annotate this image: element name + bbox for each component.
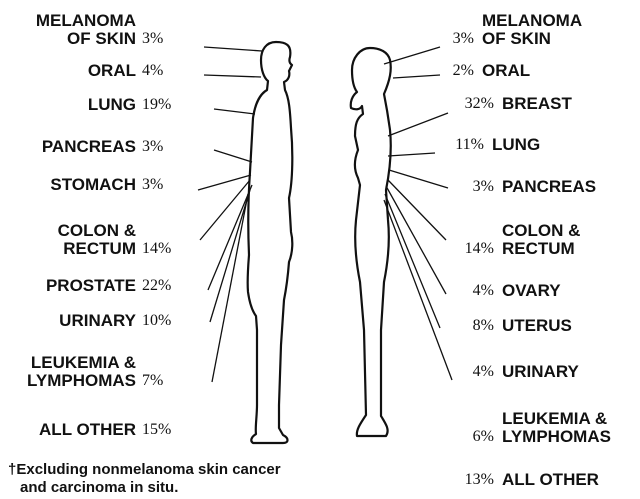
male-site-label-line: STOMACH [50,176,136,194]
male-site-label-line: URINARY [59,312,136,330]
female-site-label-line: COLON & [502,222,580,240]
male-site-label-prostate: PROSTATE [46,277,136,295]
male-site-label-pancreas: PANCREAS [42,138,136,156]
footnote-line-2: and carcinoma in situ. [8,479,281,497]
male-leader-line-lung [214,109,255,114]
male-site-percent-leukemia-and-lymphomas: 7% [142,372,163,390]
female-site-percent-pancreas: 3% [454,178,494,196]
female-site-label-ovary: OVARY [502,282,561,300]
female-leader-line-urinary [384,200,452,380]
female-site-label-oral: ORAL [482,62,530,80]
female-leader-line-pancreas [389,170,448,188]
male-site-percent-all-other: 15% [142,421,171,439]
female-site-label-line: RECTUM [502,240,580,258]
female-site-label-line: BREAST [502,95,572,113]
male-site-percent-lung: 19% [142,96,171,114]
female-site-percent-ovary: 4% [454,282,494,300]
male-leader-line-urinary [210,190,250,322]
female-leader-line-uterus [385,194,440,328]
male-site-label-line: PANCREAS [42,138,136,156]
female-site-percent-oral: 2% [434,62,474,80]
female-site-percent-all-other: 13% [454,471,494,489]
male-site-label-leukemia-and-lymphomas: LEUKEMIA &LYMPHOMAS [27,354,136,390]
female-site-label-line: URINARY [502,363,579,381]
female-site-percent-uterus: 8% [454,317,494,335]
male-site-label-stomach: STOMACH [50,176,136,194]
female-site-percent-breast: 32% [454,95,494,113]
male-leader-lines [198,47,262,382]
female-site-label-line: UTERUS [502,317,572,335]
female-site-label-colon-and-rectum: COLON &RECTUM [502,222,580,258]
female-body-silhouette [351,48,391,436]
female-leader-line-breast [388,113,448,136]
male-site-label-colon-and-rectum: COLON &RECTUM [58,222,136,258]
male-site-label-line: ALL OTHER [39,421,136,439]
male-site-label-line: LUNG [88,96,136,114]
male-site-label-line: COLON & [58,222,136,240]
male-site-percent-prostate: 22% [142,277,171,295]
female-site-label-line: PANCREAS [502,178,596,196]
footnote-line-1: †Excluding nonmelanoma skin cancer [8,461,281,479]
female-site-label-leukemia-and-lymphomas: LEUKEMIA &LYMPHOMAS [502,410,611,446]
female-site-label-uterus: UTERUS [502,317,572,335]
male-site-label-oral: ORAL [88,62,136,80]
female-site-label-lung: LUNG [492,136,540,154]
female-site-label-all-other: ALL OTHER [502,471,599,489]
male-site-label-line: RECTUM [58,240,136,258]
male-site-percent-stomach: 3% [142,176,163,194]
male-site-label-line: MELANOMA [36,12,136,30]
female-site-label-line: OVARY [502,282,561,300]
male-site-label-line: OF SKIN [36,30,136,48]
male-leader-line-melanoma-of-skin [204,47,262,51]
female-leader-line-melanoma-of-skin [384,47,440,64]
female-site-label-line: OF SKIN [482,30,582,48]
female-site-label-line: LUNG [492,136,540,154]
female-leader-lines [384,47,452,380]
female-leader-line-ovary [386,186,446,294]
female-site-percent-urinary: 4% [454,363,494,381]
male-site-label-line: LEUKEMIA & [27,354,136,372]
male-leader-line-prostate [208,185,252,290]
female-site-label-pancreas: PANCREAS [502,178,596,196]
female-site-label-urinary: URINARY [502,363,579,381]
male-body-silhouette [248,42,293,443]
male-site-label-urinary: URINARY [59,312,136,330]
male-site-percent-colon-and-rectum: 14% [142,240,171,258]
female-site-percent-colon-and-rectum: 14% [454,240,494,258]
female-site-percent-lung: 11% [444,136,484,154]
male-site-label-all-other: ALL OTHER [39,421,136,439]
female-site-label-line: ORAL [482,62,530,80]
female-site-label-breast: BREAST [502,95,572,113]
female-site-label-line: LEUKEMIA & [502,410,611,428]
male-site-percent-pancreas: 3% [142,138,163,156]
female-site-percent-melanoma-of-skin: 3% [434,30,474,48]
male-leader-line-pancreas [214,150,252,162]
male-leader-line-colon-and-rectum [200,180,250,240]
male-site-percent-oral: 4% [142,62,163,80]
female-leader-line-colon-and-rectum [388,180,446,240]
female-site-label-line: MELANOMA [482,12,582,30]
footnote: †Excluding nonmelanoma skin cancer and c… [8,461,281,497]
male-site-label-line: ORAL [88,62,136,80]
male-leader-line-leukemia-and-lymphomas [212,194,248,382]
female-site-label-line: LYMPHOMAS [502,428,611,446]
female-leader-line-lung [388,153,435,156]
male-site-label-line: LYMPHOMAS [27,372,136,390]
male-site-label-line: PROSTATE [46,277,136,295]
female-leader-line-oral [393,75,440,78]
male-leader-line-oral [204,75,261,77]
male-site-label-lung: LUNG [88,96,136,114]
male-site-percent-urinary: 10% [142,312,171,330]
female-site-label-line: ALL OTHER [502,471,599,489]
female-site-percent-leukemia-and-lymphomas: 6% [454,428,494,446]
male-site-percent-melanoma-of-skin: 3% [142,30,163,48]
